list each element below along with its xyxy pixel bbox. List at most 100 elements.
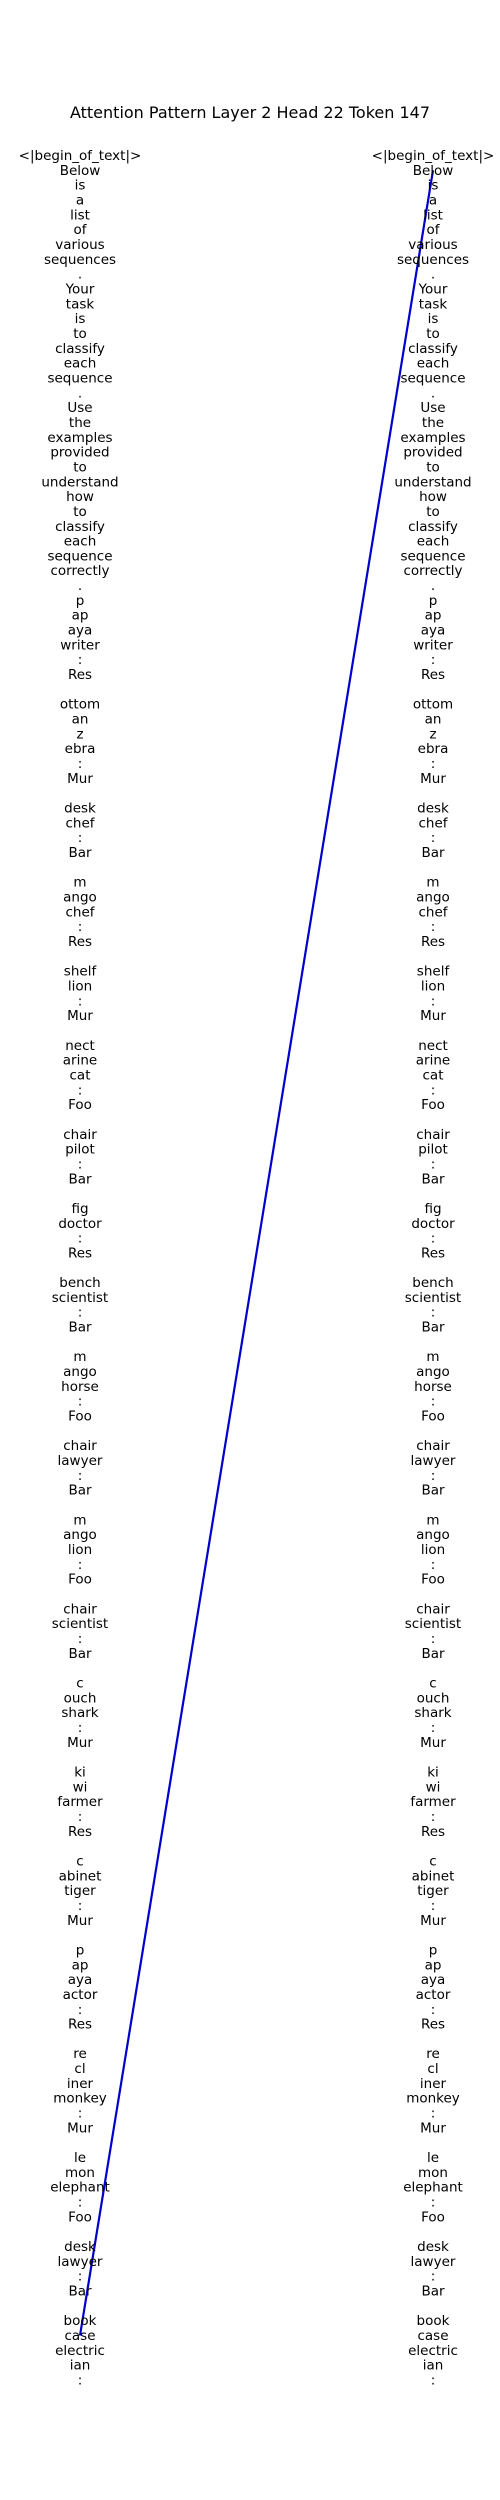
query-token-31: ap (72, 608, 89, 624)
key-token-5: of (426, 222, 440, 238)
query-token-57: : (78, 993, 83, 1009)
query-token-89: : (78, 1468, 83, 1484)
query-token-96: Foo (68, 1572, 92, 1588)
key-token-101: Bar (421, 1646, 445, 1662)
query-token-19: examples (47, 430, 112, 446)
query-token-111: farmer (57, 1794, 103, 1810)
key-token-72: doctor (411, 1216, 455, 1232)
key-token-90: Bar (421, 1483, 445, 1499)
key-token-111: farmer (410, 1794, 456, 1810)
query-token-23: how (66, 489, 94, 505)
query-token-56: lion (68, 978, 92, 994)
key-token-68: : (431, 1156, 436, 1172)
key-token-116: abinet (412, 1868, 455, 1884)
query-token-71: fig (71, 1201, 88, 1217)
query-token-33: writer (60, 637, 100, 653)
query-token-0: <|begin_of_text|> (19, 148, 142, 164)
query-token-66: chair (63, 1127, 97, 1143)
key-token-62: cat (423, 1067, 444, 1083)
key-token-74: Res (421, 1245, 445, 1261)
key-token-37: ottom (413, 697, 453, 713)
query-token-106: : (78, 1720, 83, 1736)
key-token-89: : (431, 1468, 436, 1484)
key-token-35: Res (421, 667, 445, 683)
query-token-52: : (78, 919, 83, 935)
key-token-3: a (429, 192, 437, 208)
key-token-109: ki (427, 1764, 439, 1780)
query-token-110: wi (73, 1779, 88, 1795)
query-token-76: bench (59, 1275, 100, 1291)
key-token-16: . (431, 385, 435, 401)
query-token-139: Foo (68, 2209, 92, 2225)
key-token-9: Your (418, 281, 448, 297)
key-token-150: : (431, 2373, 436, 2389)
key-token-6: various (408, 237, 457, 253)
key-token-8: . (431, 267, 435, 283)
key-token-98: chair (416, 1601, 450, 1617)
key-token-4: list (423, 207, 443, 223)
key-token-148: electric (408, 2343, 458, 2359)
key-token-46: : (431, 830, 436, 846)
key-token-60: nect (418, 1038, 448, 1054)
key-token-77: scientist (405, 1290, 461, 1306)
query-token-14: each (64, 356, 97, 372)
key-token-83: horse (414, 1379, 452, 1395)
key-token-63: : (431, 1082, 436, 1098)
key-token-137: elephant (403, 2180, 463, 2196)
query-token-121: p (76, 1942, 85, 1958)
key-token-51: chef (418, 904, 448, 920)
query-token-143: : (78, 2269, 83, 2285)
query-token-24: to (73, 504, 87, 520)
query-token-90: Bar (68, 1483, 92, 1499)
query-token-38: an (72, 712, 89, 728)
key-token-10: task (419, 296, 448, 312)
key-token-18: the (422, 415, 444, 431)
key-token-129: cl (427, 2061, 438, 2077)
query-token-35: Res (68, 667, 92, 683)
key-token-67: pilot (418, 1142, 448, 1158)
query-token-105: shark (61, 1705, 98, 1721)
query-token-124: actor (63, 1987, 98, 2003)
query-token-50: ango (63, 890, 97, 906)
key-token-104: ouch (417, 1690, 450, 1706)
key-token-42: Mur (420, 771, 446, 787)
query-token-72: doctor (58, 1216, 102, 1232)
key-token-55: shelf (417, 964, 451, 980)
query-token-83: horse (61, 1379, 99, 1395)
query-token-20: provided (50, 445, 109, 461)
key-token-93: ango (416, 1527, 450, 1543)
key-token-0: <|begin_of_text|> (372, 148, 495, 164)
key-token-52: : (431, 919, 436, 935)
key-token-24: to (426, 504, 440, 520)
key-token-103: c (429, 1675, 436, 1691)
key-token-96: Foo (421, 1572, 445, 1588)
key-token-41: : (431, 756, 436, 772)
query-token-88: lawyer (58, 1453, 103, 1469)
query-token-136: mon (65, 2165, 95, 2181)
query-token-125: : (78, 2002, 83, 2018)
query-token-41: : (78, 756, 83, 772)
query-token-129: cl (74, 2061, 85, 2077)
key-token-94: lion (421, 1542, 445, 1558)
key-token-76: bench (412, 1275, 453, 1291)
key-token-128: re (426, 2046, 440, 2062)
query-token-15: sequence (47, 370, 112, 386)
query-token-84: : (78, 1394, 83, 1410)
key-token-95: : (431, 1557, 436, 1573)
key-token-136: mon (418, 2165, 448, 2181)
query-token-113: Res (68, 1824, 92, 1840)
query-token-62: cat (70, 1067, 91, 1083)
query-token-2: is (75, 178, 86, 194)
key-token-131: monkey (406, 2091, 460, 2107)
query-token-122: ap (72, 1957, 89, 1973)
key-token-45: chef (418, 815, 448, 831)
key-token-82: ango (416, 1364, 450, 1380)
query-token-87: chair (63, 1438, 97, 1454)
key-token-50: ango (416, 890, 450, 906)
key-token-17: Use (420, 400, 445, 416)
query-token-77: scientist (52, 1290, 108, 1306)
key-token-138: : (431, 2195, 436, 2211)
key-token-49: m (426, 875, 439, 891)
query-token-1: Below (60, 163, 101, 179)
query-token-9: Your (65, 281, 95, 297)
